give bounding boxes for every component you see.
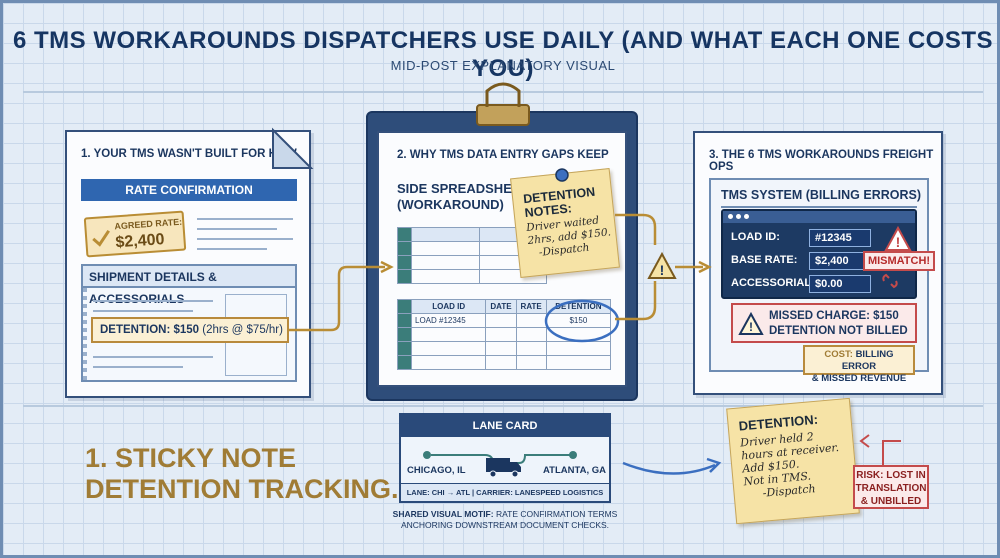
svg-text:!: !: [660, 262, 665, 278]
cost-callout: COST: BILLING ERROR & MISSED REVENUE: [803, 345, 915, 384]
note2-body: Driver held 2 hours at receiver. Add $15…: [740, 428, 843, 501]
rate-confirmation-banner: RATE CONFIRMATION: [81, 179, 297, 201]
accessorials-label: ACCESSORIALS:: [731, 277, 823, 289]
tms-entry-panel: LOAD ID: #12345 BASE RATE: $2,400 ACCESS…: [721, 209, 917, 299]
load-id-field[interactable]: #12345: [809, 229, 871, 247]
window-dot-icon: [736, 214, 741, 219]
bottom-heading-line2: DETENTION TRACKING.: [85, 474, 399, 504]
text-line: [197, 238, 293, 240]
shipment-section-heading: SHIPMENT DETAILS & ACCESSORIALS: [83, 266, 295, 306]
spreadsheet-lower[interactable]: LOAD ID DATE RATE DETENTION LOAD #12345 …: [397, 299, 612, 370]
lane-footer: LANE: CHI → ATL | CARRIER: LANESPEED LOG…: [401, 483, 609, 501]
agreed-rate-label: AGREED RATE:: [114, 216, 183, 232]
detention-callout-label: DETENTION: $150: [100, 324, 200, 336]
clip-icon: [476, 82, 530, 126]
mismatch-badge: MISMATCH!: [863, 251, 935, 271]
risk-line2: TRANSLATION: [855, 483, 927, 494]
circle-highlight: [544, 299, 620, 343]
text-line: [93, 310, 193, 312]
table-row[interactable]: [397, 355, 612, 370]
cell-load-id: LOAD #12345: [410, 313, 487, 328]
pushpin-icon: [555, 168, 569, 182]
detention-callout-detail: (2hrs @ $75/hr): [202, 324, 283, 336]
motif-text-1: RATE CONFIRMATION TERMS: [495, 509, 618, 519]
window-titlebar: [723, 211, 915, 223]
missed-charge-alert: ! MISSED CHARGE: $150 DETENTION NOT BILL…: [731, 303, 917, 343]
visual-motif-caption: SHARED VISUAL MOTIF: RATE CONFIRMATION T…: [389, 509, 621, 531]
tms-system-title: TMS SYSTEM (BILLING ERRORS): [721, 188, 921, 202]
text-line: [197, 228, 277, 230]
risk-badge: RISK: LOST IN TRANSLATION & UNBILLED: [853, 465, 929, 509]
note-body: Driver waited 2hrs, add $150. -Dispatch: [526, 213, 613, 261]
risk-line1: RISK: LOST IN: [856, 470, 926, 481]
check-icon: [92, 229, 110, 247]
page-fold-icon: [272, 127, 314, 169]
accessorials-field[interactable]: $0.00: [809, 275, 871, 293]
truck-icon: [486, 458, 521, 478]
panel3-title: 3. THE 6 TMS WORKAROUNDS FREIGHT OPS: [709, 149, 934, 173]
lane-card-title: LANE CARD: [401, 415, 609, 437]
cell-date: [485, 313, 517, 328]
motif-label: SHARED VISUAL MOTIF:: [392, 509, 494, 519]
divider-top: [23, 91, 983, 93]
rate-confirmation-document: 1. YOUR TMS WASN'T BUILT FOR HOW RATE CO…: [65, 130, 311, 398]
sheet-title-line2: (WORKAROUND): [397, 197, 504, 212]
panel1-title: 1. YOUR TMS WASN'T BUILT FOR HOW: [81, 148, 297, 160]
text-line: [93, 366, 183, 368]
svg-text:!: !: [896, 234, 901, 250]
text-line: [93, 300, 213, 302]
bottom-heading-line1: 1. STICKY NOTE: [85, 443, 297, 473]
title-underline: [721, 206, 917, 208]
risk-line3: & UNBILLED: [860, 496, 922, 507]
col-date: DATE: [485, 299, 517, 314]
page-subtitle: MID-POST EXPLANATORY VISUAL: [390, 58, 616, 73]
text-line: [197, 218, 293, 220]
missed-charge-line2: DETENTION NOT BILLED: [769, 325, 908, 337]
panel2-title: 2. WHY TMS DATA ENTRY GAPS KEEP: [397, 149, 609, 161]
svg-text:!: !: [749, 320, 753, 334]
cell-rate: [515, 313, 547, 328]
base-rate-field[interactable]: $2,400: [809, 252, 871, 270]
detention-sticky-note: DETENTION NOTES: Driver waited 2hrs, add…: [510, 168, 620, 278]
warning-icon: !: [647, 251, 677, 279]
base-rate-label: BASE RATE:: [731, 254, 798, 266]
agreed-rate-value: $2,400: [114, 230, 165, 252]
cost-label: COST:: [824, 349, 853, 360]
detention-sticky-note-2: DETENTION: Driver held 2 hours at receiv…: [726, 397, 860, 525]
detention-callout: DETENTION: $150 (2hrs @ $75/hr): [91, 317, 289, 343]
warning-icon: !: [738, 311, 764, 335]
col-rate: RATE: [515, 299, 547, 314]
warning-icon: !: [884, 225, 912, 251]
motif-text-2: ANCHORING DOWNSTREAM DOCUMENT CHECKS.: [400, 520, 610, 530]
window-dot-icon: [744, 214, 749, 219]
lane-destination: ATLANTA, GA: [543, 465, 606, 476]
text-line: [93, 356, 213, 358]
divider-bottom: [23, 405, 983, 407]
broken-link-icon: [882, 273, 898, 289]
page-title: 6 TMS WORKAROUNDS DISPATCHERS USE DAILY …: [12, 27, 994, 82]
text-line: [197, 248, 267, 250]
table-row[interactable]: [397, 341, 612, 356]
sheet-title-line1: SIDE SPREADSHEET: [397, 181, 529, 196]
lane-origin: CHICAGO, IL: [407, 465, 466, 476]
side-spreadsheet-title: SIDE SPREADSHEET (WORKAROUND): [397, 181, 528, 213]
missed-charge-line1: MISSED CHARGE: $150: [769, 310, 899, 322]
lane-card: LANE CARD CHICAGO, IL ATLANTA, GA LANE: …: [399, 413, 611, 503]
col-load-id: LOAD ID: [410, 299, 487, 314]
load-id-label: LOAD ID:: [731, 231, 780, 243]
cost-line2: & MISSED REVENUE: [811, 373, 907, 384]
agreed-rate-stamp: AGREED RATE: $2,400: [83, 210, 187, 258]
missed-charge-text: MISSED CHARGE: $150 DETENTION NOT BILLED: [769, 309, 908, 339]
hatched-border: [83, 288, 87, 380]
cost-line1: BILLING ERROR: [841, 349, 894, 372]
bottom-heading: 1. STICKY NOTE DETENTION TRACKING.: [85, 443, 399, 505]
window-dot-icon: [728, 214, 733, 219]
